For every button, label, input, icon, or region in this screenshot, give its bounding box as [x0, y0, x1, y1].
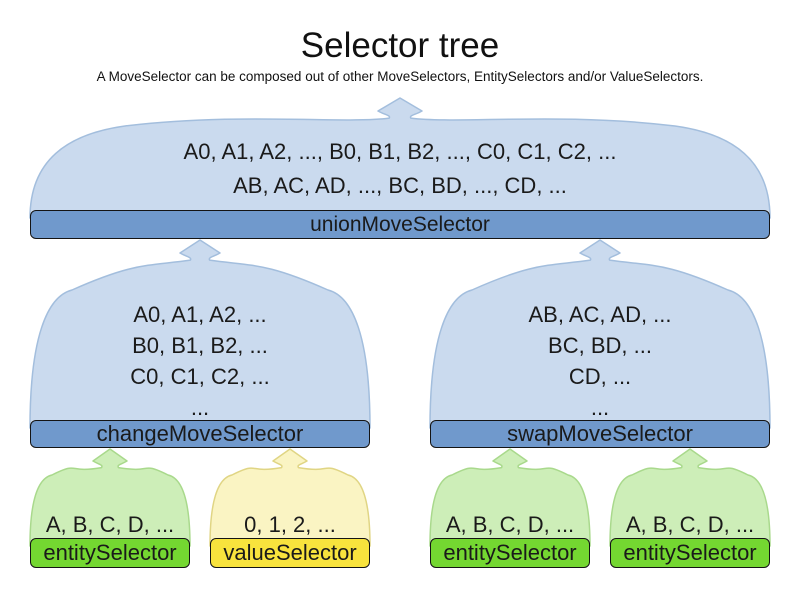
entity-selector-bar: entitySelector — [610, 538, 770, 568]
cloud-arrow-shape — [429, 239, 771, 429]
change-move-selector-bar: changeMoveSelector — [30, 420, 370, 448]
dome-arrow-shape — [209, 448, 371, 547]
entity-selector-bar: entitySelector — [430, 538, 590, 568]
selection-line: A, B, C, D, ... — [45, 512, 175, 537]
selection-line: CD, ... — [568, 364, 632, 389]
selection-line: A, B, C, D, ... — [445, 512, 575, 537]
dome-arrow-shape — [609, 448, 771, 547]
entity-selector-bar: entitySelector — [30, 538, 190, 568]
value-selector-node: 0, 1, 2, ... valueSelector — [209, 448, 371, 568]
selection-line: AB, AC, AD, ..., BC, BD, ..., CD, ... — [233, 173, 567, 198]
value-selector-bar: valueSelector — [210, 538, 370, 568]
entity-selector-node-left: A, B, C, D, ... entitySelector — [29, 448, 191, 568]
diagram-subtitle: A MoveSelector can be composed out of ot… — [96, 69, 704, 84]
union-move-selector-node: A0, A1, A2, ..., B0, B1, B2, ..., C0, C1… — [29, 97, 771, 239]
diagram-title: Selector tree — [300, 26, 500, 65]
selection-line: AB, AC, AD, ... — [528, 302, 672, 327]
swap-move-selector-bar: swapMoveSelector — [430, 420, 770, 448]
selection-line: B0, B1, B2, ... — [132, 333, 268, 358]
dome-arrow-shape — [429, 448, 591, 547]
selection-line: 0, 1, 2, ... — [244, 512, 336, 537]
entity-selector-node-middle: A, B, C, D, ... entitySelector — [429, 448, 591, 568]
selection-line: A, B, C, D, ... — [625, 512, 755, 537]
union-move-selector-bar: unionMoveSelector — [30, 210, 770, 239]
cloud-arrow-shape — [29, 97, 771, 219]
selection-line: C0, C1, C2, ... — [130, 364, 270, 389]
swap-move-selector-node: AB, AC, AD, ... BC, BD, ... CD, ... ... … — [429, 239, 771, 448]
cloud-arrow-shape — [29, 239, 371, 429]
change-move-selector-node: A0, A1, A2, ... B0, B1, B2, ... C0, C1, … — [29, 239, 371, 448]
selection-line: ... — [590, 395, 610, 420]
selection-line: BC, BD, ... — [548, 333, 652, 358]
selection-line: A0, A1, A2, ... — [133, 302, 267, 327]
entity-selector-node-right: A, B, C, D, ... entitySelector — [609, 448, 771, 568]
selection-line: A0, A1, A2, ..., B0, B1, B2, ..., C0, C1… — [183, 139, 617, 164]
selection-line: ... — [190, 395, 210, 420]
dome-arrow-shape — [29, 448, 191, 547]
